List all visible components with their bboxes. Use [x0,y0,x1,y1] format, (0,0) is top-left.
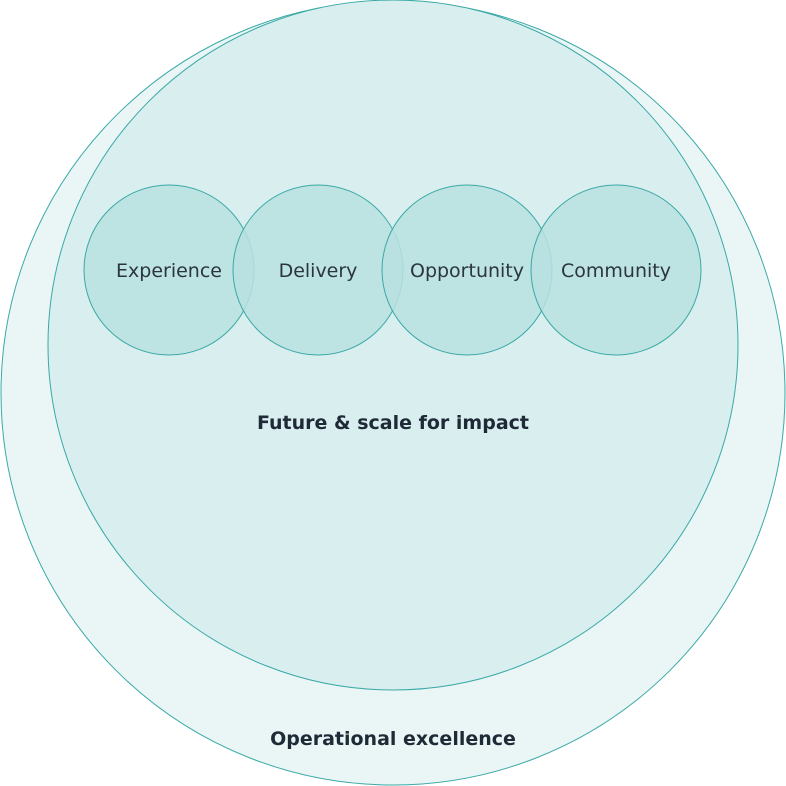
pillar-circles [83,184,702,356]
inner-circle-future-scale [47,0,739,691]
pillar-circle-community [530,184,702,356]
pillar-label-community: Community [561,260,671,282]
pillar-label-experience: Experience [116,260,222,282]
pillar-label-delivery: Delivery [279,260,358,282]
outer-circle-label: Operational excellence [270,728,516,750]
inner-circle-label: Future & scale for impact [257,412,529,434]
pillar-label-opportunity: Opportunity [410,260,524,282]
